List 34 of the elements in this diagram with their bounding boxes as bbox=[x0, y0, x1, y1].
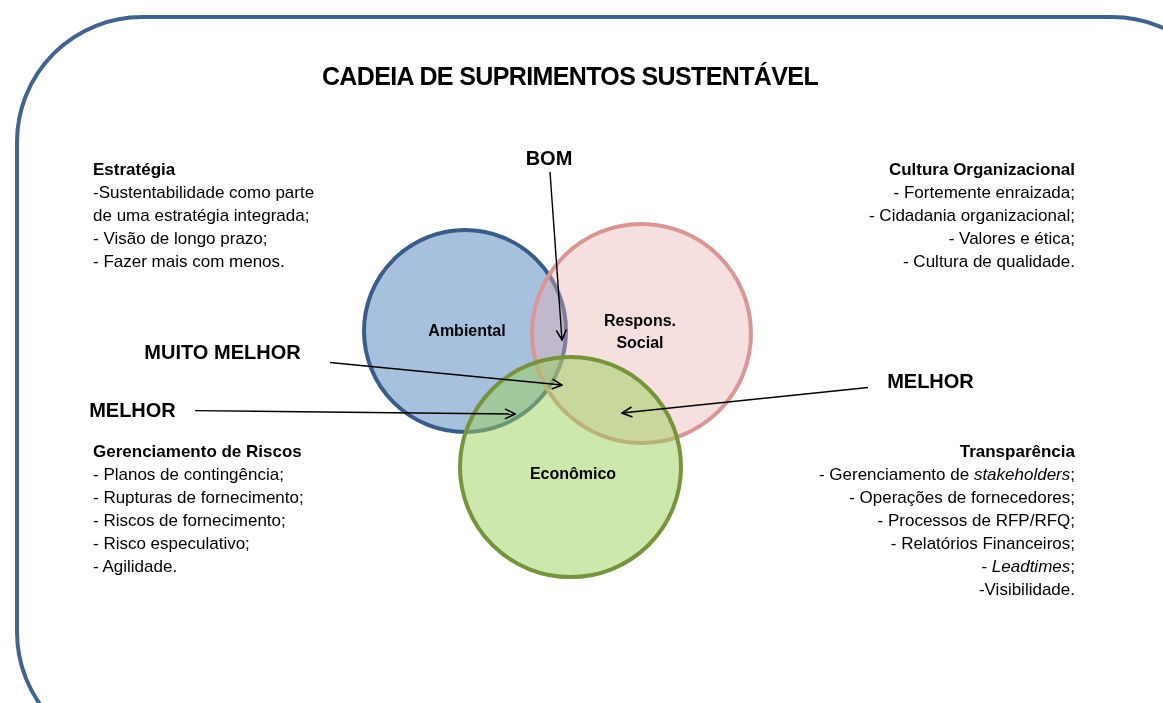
bullet-text: - Cidadania organizacional; bbox=[867, 205, 1075, 227]
section-heading: Estratégia bbox=[93, 159, 177, 181]
bullet-text: - Fortemente enraizada; bbox=[892, 182, 1075, 204]
bullet-text: - Rupturas de fornecimento; bbox=[93, 487, 305, 509]
circle-label: Econômico bbox=[528, 464, 618, 484]
bullet-text: - Processos de RFP/RFQ; bbox=[876, 510, 1075, 532]
bullet-text: - Cultura de qualidade. bbox=[902, 251, 1075, 273]
bullet-text: - Risco especulativo; bbox=[93, 533, 251, 555]
bullet-text: - Visão de longo prazo; bbox=[93, 228, 269, 250]
section-heading: Gerenciamento de Riscos bbox=[93, 441, 303, 463]
circle-label: Ambiental bbox=[427, 321, 507, 341]
callout-text: MELHOR bbox=[868, 367, 993, 395]
bullet-text: - Gerenciamento de stakeholders; bbox=[817, 464, 1075, 486]
bullet-text: - Riscos de fornecimento; bbox=[93, 510, 287, 532]
title: CADEIA DE SUPRIMENTOS SUSTENTÁVEL bbox=[320, 61, 820, 92]
arrow bbox=[329, 361, 563, 390]
bullet-text: - Leadtimes; bbox=[980, 556, 1075, 578]
bullet-text: - Planos de contingência; bbox=[93, 464, 285, 486]
bullet-text: - Valores e ética; bbox=[947, 228, 1075, 250]
bullet-text: - Operações de fornecedores; bbox=[848, 487, 1075, 509]
bullet-text: - Agilidade. bbox=[93, 556, 179, 578]
bullet-text: -Sustentabilidade como parte de uma estratégia integrada; bbox=[93, 182, 316, 227]
callout-text: BOM bbox=[515, 144, 583, 172]
bullet-text: -Visibilidade. bbox=[977, 579, 1075, 601]
callout-text: MUITO MELHOR bbox=[115, 338, 330, 366]
section-heading: Transparência bbox=[958, 441, 1075, 463]
arrow bbox=[621, 386, 869, 418]
bullet-text: - Relatórios Financeiros; bbox=[889, 533, 1075, 555]
arrow bbox=[549, 171, 568, 341]
callout-text: MELHOR bbox=[70, 396, 195, 424]
circle-label: Respons. Social bbox=[603, 311, 677, 353]
section-heading: Cultura Organizacional bbox=[887, 159, 1075, 181]
arrow bbox=[194, 408, 516, 420]
bullet-text: - Fazer mais com menos. bbox=[93, 251, 286, 273]
